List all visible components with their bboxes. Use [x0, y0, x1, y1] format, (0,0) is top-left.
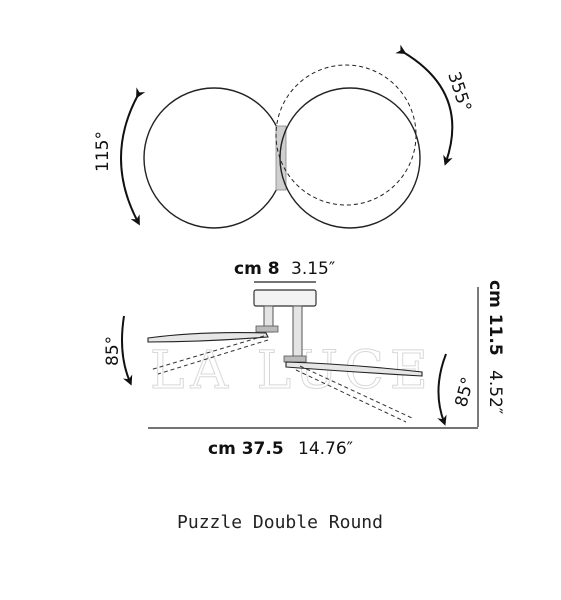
tilt-arrow-left: [121, 315, 133, 386]
center-hub: [275, 125, 287, 191]
rotation-label-left: 115°: [93, 131, 113, 172]
tilt-label-right: 85°: [452, 375, 479, 409]
product-name: Puzzle Double Round: [177, 512, 383, 533]
width-cm-label: cm 8: [234, 259, 280, 279]
height-in-label: 4.52″: [485, 370, 505, 414]
rotation-label-right: 355°: [443, 69, 475, 114]
right-disc-rotated-ghost: [275, 64, 417, 206]
left-disc: [143, 87, 285, 229]
width-in-label: 3.15″: [291, 259, 335, 279]
upper-disc: [147, 332, 269, 343]
height-cm-label: cm 11.5: [485, 280, 505, 356]
rotation-arrow-left: [120, 87, 146, 226]
rotation-arrow-right: [395, 44, 454, 166]
tilt-arrow-right: [437, 353, 447, 426]
joint-left: [255, 325, 279, 333]
upper-disc-tilted-ghost: [149, 335, 269, 375]
side-view: cm 8 3.15″ 85° 85° cm 11.5 4.52″ cm 37.5…: [103, 259, 505, 459]
lower-disc-tilted-ghost: [295, 365, 413, 423]
right-disc: [279, 87, 421, 229]
stem-right: [292, 305, 303, 363]
tilt-label-left: 85°: [103, 336, 123, 366]
ceiling-canopy: [253, 289, 317, 307]
top-view: 115° 355°: [93, 44, 475, 229]
lower-disc: [285, 361, 423, 377]
joint-right: [283, 355, 307, 363]
length-in-label: 14.76″: [298, 439, 353, 459]
length-cm-label: cm 37.5: [208, 439, 284, 459]
